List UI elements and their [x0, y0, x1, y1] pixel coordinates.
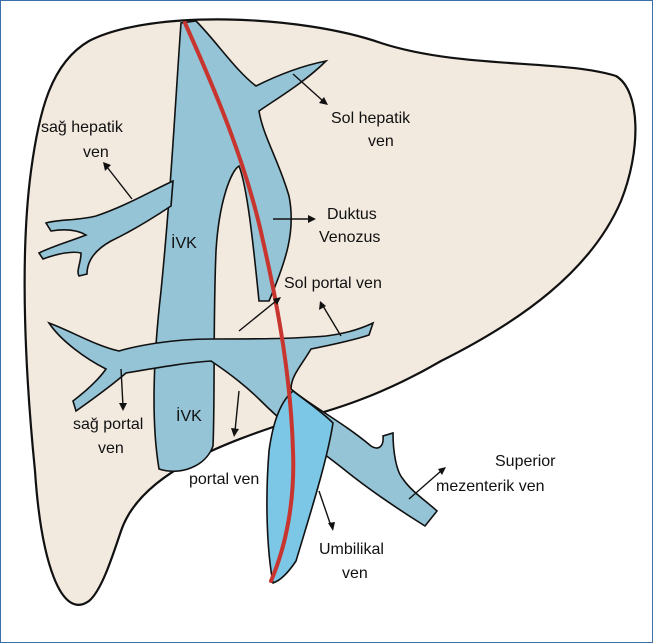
label-sol-hepatik-2: ven: [368, 133, 394, 150]
label-duktus: Duktus: [327, 206, 377, 223]
label-superior-2: mezenterik ven: [436, 478, 545, 495]
label-umbilikal: Umbilikal: [319, 541, 384, 558]
label-sag-hepatik-2: ven: [83, 144, 109, 161]
label-ivk-lower: İVK: [176, 406, 202, 425]
label-sol-portal: Sol portal ven: [284, 275, 382, 292]
label-sol-hepatik: Sol hepatik: [331, 110, 411, 127]
label-duktus-2: Venozus: [319, 229, 380, 246]
label-sag-portal: sağ portal: [73, 416, 143, 433]
label-sag-hepatik: sağ hepatik: [41, 119, 124, 136]
label-ivk-upper: İVK: [171, 233, 197, 252]
label-umbilikal-2: ven: [342, 565, 368, 582]
liver-shape: [25, 19, 636, 604]
label-superior: Superior: [495, 453, 556, 470]
label-portal: portal ven: [189, 471, 259, 488]
label-sag-portal-2: ven: [98, 440, 124, 457]
